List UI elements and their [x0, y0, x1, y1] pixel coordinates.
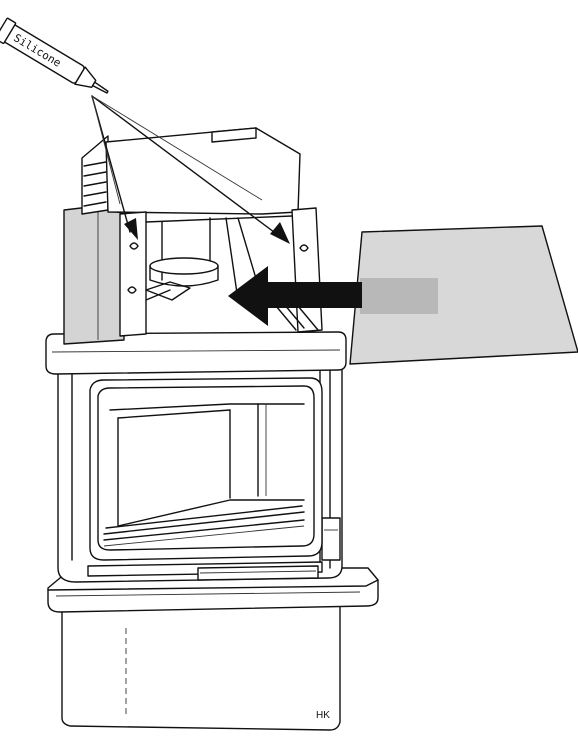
silicone-tube: Silicone — [0, 17, 109, 94]
insertion-arrow — [228, 266, 438, 326]
side-panel-to-insert — [349, 225, 578, 365]
corner-mark: HK — [316, 710, 330, 721]
upper-frame — [81, 127, 323, 337]
insertion-arrow-head — [228, 266, 268, 326]
stove-door — [87, 377, 323, 581]
stove-pedestal — [61, 605, 341, 731]
insertion-arrow-tail — [360, 278, 438, 314]
silicone-application-arrows — [91, 95, 290, 244]
insertion-arrow-shaft — [264, 282, 362, 308]
vent-slats — [83, 161, 107, 207]
stove-top-slab — [45, 331, 347, 375]
left-side-panel — [63, 205, 125, 345]
